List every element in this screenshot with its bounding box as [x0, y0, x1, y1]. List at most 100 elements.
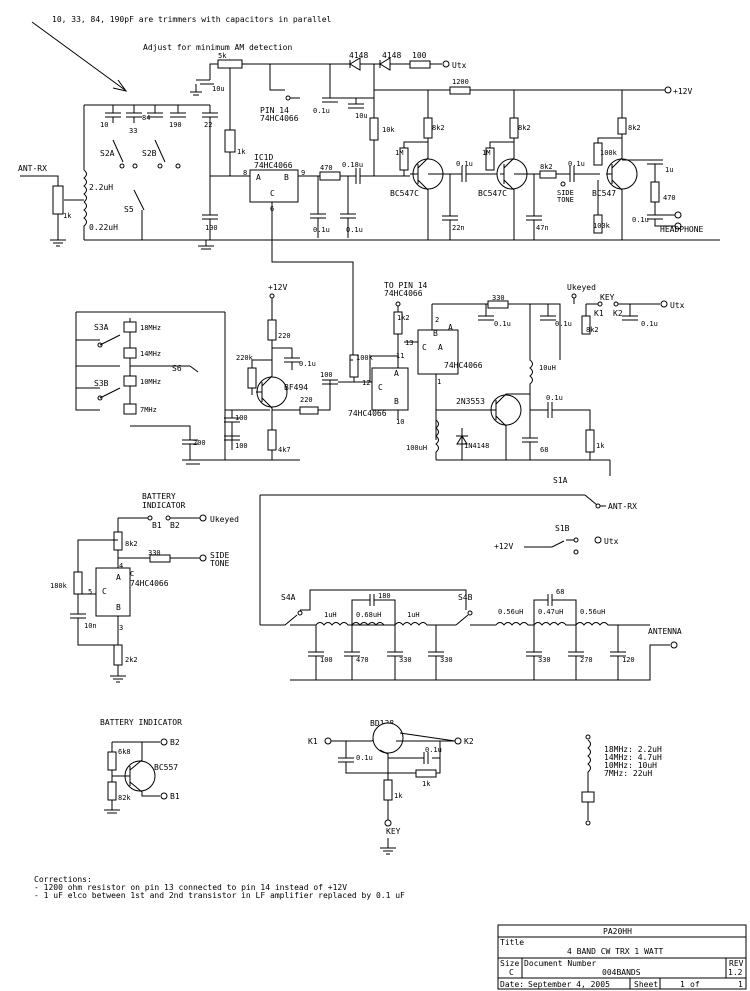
svg-text:INDICATOR: INDICATOR [142, 501, 186, 510]
svg-text:1u: 1u [665, 166, 673, 174]
svg-text:10uH: 10uH [539, 364, 556, 372]
svg-text:8k2: 8k2 [518, 124, 531, 132]
svg-text:Size: Size [500, 959, 519, 968]
svg-text:B: B [433, 329, 438, 338]
svg-text:1N4148: 1N4148 [464, 442, 489, 450]
svg-text:100: 100 [320, 371, 333, 379]
svg-text:KEY: KEY [386, 827, 401, 836]
svg-text:of: of [690, 980, 700, 989]
svg-text:0.1u: 0.1u [313, 107, 330, 115]
svg-text:C: C [378, 383, 383, 392]
rx-pot-1k [52, 185, 64, 215]
corrections: Corrections: - 1200 ohm resistor on pin … [34, 875, 405, 900]
svg-text:180: 180 [378, 592, 391, 600]
svg-text:180k: 180k [50, 582, 68, 590]
svg-text:2.2uH: 2.2uH [89, 183, 113, 192]
svg-text:470: 470 [320, 164, 333, 172]
svg-text:B1: B1 [170, 792, 180, 801]
tr-switch: S1A ANT-RX S1B +12V Utx [259, 460, 637, 625]
svg-text:KEY: KEY [600, 293, 615, 302]
svg-text:68: 68 [556, 588, 564, 596]
svg-text:ANTENNA: ANTENNA [648, 627, 682, 636]
crystal-oscillator: S3A S3B S6 18MHz 14MHz 10MHz 7MHz 200 10… [75, 283, 372, 465]
svg-text:10u: 10u [355, 112, 368, 120]
adjust-note: Adjust for minimum AM detection [143, 43, 292, 52]
rx-front-end: ANT-RX 1k 2.2uH 0.22uH 10 33 84 190 22 1… [18, 104, 250, 247]
svg-text:1uH: 1uH [324, 611, 337, 619]
svg-text:1: 1 [437, 378, 441, 386]
svg-text:2N3553: 2N3553 [456, 397, 485, 406]
svg-text:BATTERY INDICATOR: BATTERY INDICATOR [100, 718, 182, 727]
svg-text:0.1u: 0.1u [632, 216, 649, 224]
battery-indicator-1: BATTERY INDICATOR B1 B2 Ukeyed 8k2 330 S… [50, 492, 239, 683]
svg-text:330: 330 [399, 656, 412, 664]
svg-text:September 4, 2005: September 4, 2005 [528, 980, 610, 989]
svg-text:8k2: 8k2 [125, 540, 138, 548]
svg-text:74HC4066: 74HC4066 [260, 114, 299, 123]
svg-text:0.1u: 0.1u [356, 754, 373, 762]
svg-text:9: 9 [301, 169, 305, 177]
svg-text:C: C [130, 570, 134, 578]
svg-text:BATTERY: BATTERY [142, 492, 176, 501]
svg-text:4148: 4148 [349, 51, 368, 60]
svg-text:270: 270 [580, 656, 593, 664]
svg-text:12: 12 [362, 379, 370, 387]
svg-text:0.18u: 0.18u [342, 161, 363, 169]
svg-text:IC1D: IC1D [254, 153, 273, 162]
svg-text:0.56uH: 0.56uH [498, 608, 523, 616]
svg-text:8k2: 8k2 [432, 124, 445, 132]
svg-text:100: 100 [205, 224, 218, 232]
svg-text:A: A [394, 369, 399, 378]
svg-text:S2B: S2B [142, 149, 157, 158]
svg-text:1k: 1k [63, 212, 72, 220]
svg-text:BD138: BD138 [370, 719, 394, 728]
svg-text:1M: 1M [482, 149, 490, 157]
svg-text:3: 3 [119, 624, 123, 632]
svg-text:10MHz: 10uH: 10MHz: 10uH [604, 761, 657, 770]
svg-text:Utx: Utx [452, 61, 467, 70]
svg-text:0.1u: 0.1u [456, 160, 473, 168]
svg-text:0.1u: 0.1u [641, 320, 658, 328]
svg-text:A: A [448, 323, 453, 332]
output-filter: S4A S4B 1uH 0.68uH 1uH 180 100 470 330 3… [260, 588, 682, 681]
svg-text:2k2: 2k2 [125, 656, 138, 664]
svg-text:C: C [509, 968, 514, 977]
svg-text:REV: REV [729, 959, 744, 968]
supply-diodes: 4148 4148 100 Utx 0.1u 10u [270, 51, 467, 120]
svg-text:1k: 1k [596, 442, 605, 450]
svg-text:B: B [116, 603, 121, 612]
svg-text:S3B: S3B [94, 379, 109, 388]
svg-text:7MHz: 22uH: 7MHz: 22uH [604, 769, 652, 778]
svg-text:13: 13 [405, 339, 413, 347]
svg-text:B2: B2 [170, 521, 180, 530]
svg-text:Ukeyed: Ukeyed [567, 283, 596, 292]
svg-text:8k2: 8k2 [540, 163, 553, 171]
svg-text:BF494: BF494 [284, 383, 308, 392]
svg-text:120: 120 [622, 656, 635, 664]
svg-text:18MHz: 2.2uH: 18MHz: 2.2uH [604, 745, 662, 754]
svg-text:C: C [102, 587, 107, 596]
svg-text:PA20HH: PA20HH [603, 927, 632, 936]
svg-text:S3A: S3A [94, 323, 109, 332]
am-adjust-pot: 5k 10u 1k [190, 52, 285, 176]
svg-text:14MHz: 4.7uH: 14MHz: 4.7uH [604, 753, 662, 762]
svg-text:6k8: 6k8 [118, 748, 131, 756]
svg-text:BC557: BC557 [154, 763, 178, 772]
svg-text:TO PIN 14: TO PIN 14 [384, 281, 428, 290]
svg-text:330: 330 [148, 549, 161, 557]
svg-text:S4A: S4A [281, 593, 296, 602]
svg-text:1k: 1k [394, 792, 403, 800]
svg-text:200: 200 [193, 439, 206, 447]
svg-text:100: 100 [412, 51, 427, 60]
svg-text:100: 100 [320, 656, 333, 664]
svg-text:100uH: 100uH [406, 444, 427, 452]
svg-text:1k: 1k [422, 780, 431, 788]
svg-text:K1: K1 [594, 309, 604, 318]
svg-text:1: 1 [680, 980, 685, 989]
svg-text:A: A [116, 573, 121, 582]
svg-text:0.1u: 0.1u [425, 746, 442, 754]
svg-text:100: 100 [235, 442, 248, 450]
svg-text:SIDE: SIDE [210, 551, 229, 560]
svg-text:C: C [422, 343, 427, 352]
